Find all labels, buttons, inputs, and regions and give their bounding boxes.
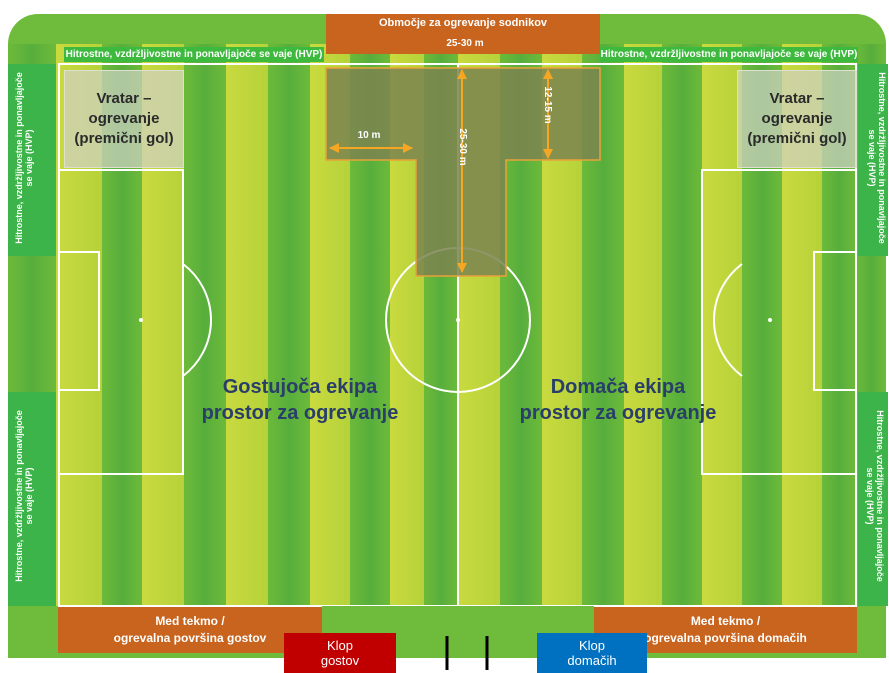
hvp-side-left-top-label: Hitrostne, vzdržljivostne in ponavljajoč… <box>14 72 34 244</box>
away-match-warmup-surface: Med tekmo / ogrevalna površina gostov <box>58 607 322 653</box>
hvp-side-left-top-box <box>8 64 56 256</box>
hvp-side-right-top-box <box>858 64 888 256</box>
hvp-side-right-bottom-label: Hitrostne, vzdržljivostne in ponavljajoč… <box>865 410 885 582</box>
hvp-side-right-bottom-box <box>858 392 888 606</box>
hvp-top-right-label: Hitrostne, vzdržljivostne in ponavljajoč… <box>600 47 858 62</box>
side-depth-label: 12-15 m <box>542 86 554 124</box>
penalty-spot-left <box>139 318 143 322</box>
hvp-side-left-bottom-label: Hitrostne, vzdržljivostne in ponavljajoč… <box>14 410 34 582</box>
home-team-warmup-area: Domača ekipa prostor za ogrevanje <box>519 376 717 424</box>
hvp-side-left-bottom-box <box>8 392 56 606</box>
hvp-top-left-label: Hitrostne, vzdržljivostne in ponavljajoč… <box>64 47 324 62</box>
goalkeeper-warmup-right: Vratar – ogrevanje (premični gol) <box>737 70 857 168</box>
away-bench: Klop gostov <box>284 633 396 673</box>
goalkeeper-warmup-left: Vratar – ogrevanje (premični gol) <box>64 70 184 168</box>
center-spot <box>456 318 460 322</box>
hvp-side-right-top-label: Hitrostne, vzdržljivostne in ponavljajoč… <box>867 72 887 244</box>
depth-label: 25-30 m <box>457 128 469 166</box>
referee-zone-title: Območje za ogrevanje sodnikov <box>326 14 600 54</box>
side-width-label: 10 m <box>357 129 381 141</box>
referee-zone-width-label: 25-30 m <box>446 37 484 49</box>
home-bench: Klop domačih <box>537 633 647 673</box>
away-team-warmup-area: Gostujoča ekipa prostor za ogrevanje <box>201 376 399 424</box>
penalty-spot-right <box>768 318 772 322</box>
